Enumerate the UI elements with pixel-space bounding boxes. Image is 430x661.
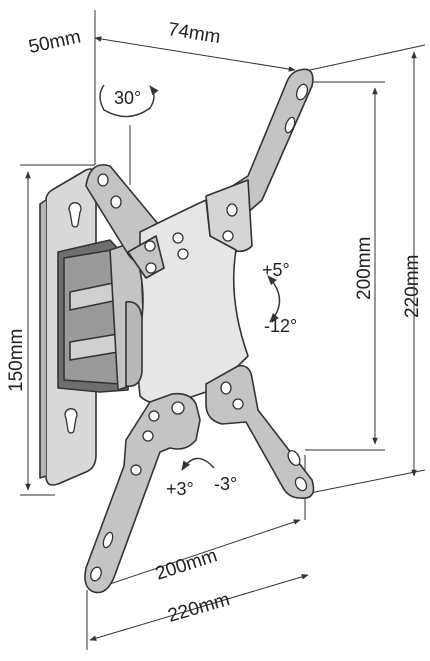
swivel-label: 30° [114, 88, 141, 108]
tilt-arrow-icon [267, 275, 281, 323]
top-right-extension [309, 44, 426, 71]
wall-plate-keyhole-top [68, 202, 82, 228]
rotate-arrow-icon [181, 457, 215, 471]
depth-max-dimension [94, 36, 296, 72]
tilt-up-label: +5° [262, 260, 290, 280]
rotate-right-label: -3° [214, 474, 237, 494]
overall-horizontal-label: 220mm [166, 589, 233, 627]
vesa-horizontal-label: 200mm [153, 545, 220, 585]
bottom-right-extension [309, 469, 426, 494]
rotate-left-label: +3° [166, 479, 194, 499]
vesa-arm-bottom-left [84, 392, 201, 594]
overall-vertical-label: 220mm [402, 255, 423, 318]
wall-plate-keyhole-bottom [64, 408, 78, 434]
depth-max-label: 74mm [167, 19, 222, 48]
overall-horizontal-dimension [89, 574, 309, 641]
depth-min-label: 50mm [27, 26, 83, 58]
wall-plate-height-label: 150mm [6, 329, 27, 392]
dimension-lines [20, 10, 426, 650]
swivel-arrow-icon [99, 84, 159, 118]
vesa-arm-bottom-right [205, 364, 315, 499]
vesa-vertical-label: 200mm [354, 237, 375, 300]
center-bracket [125, 199, 249, 406]
vesa-arm-top-right [205, 68, 314, 253]
tilt-down-label: -12° [264, 316, 297, 336]
